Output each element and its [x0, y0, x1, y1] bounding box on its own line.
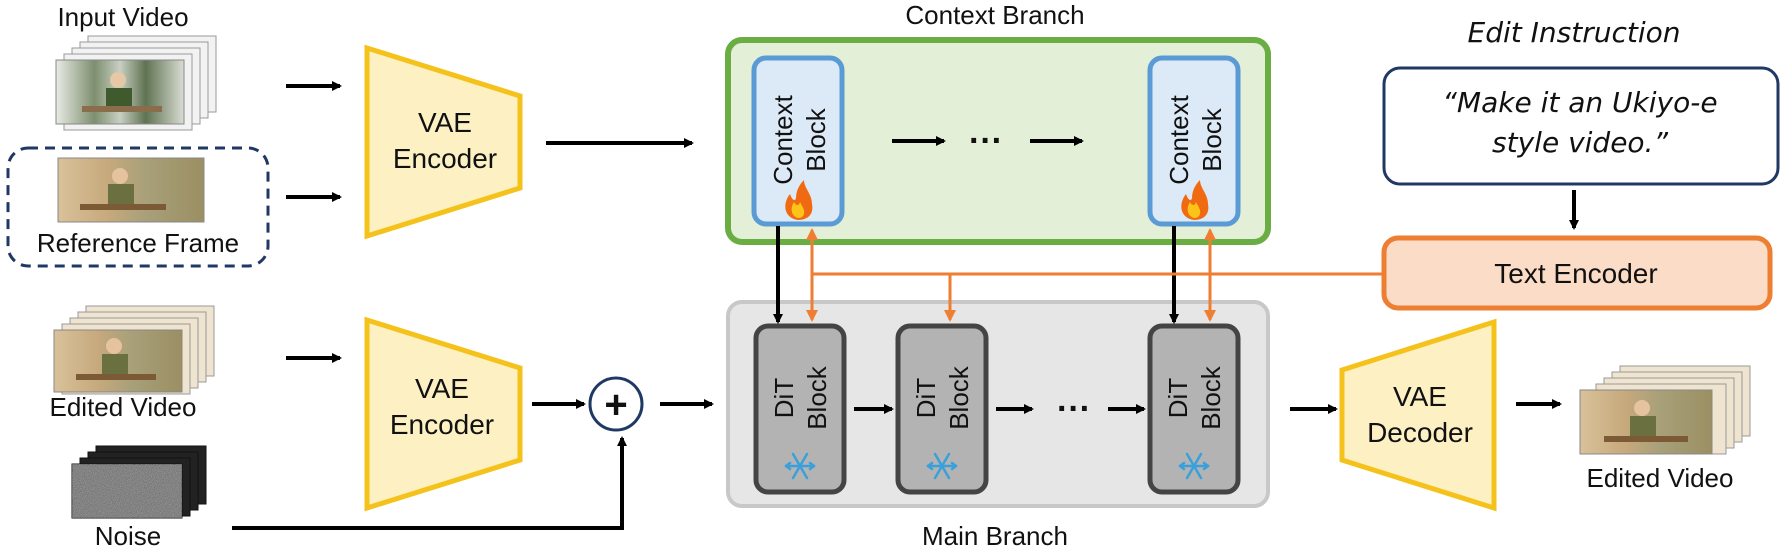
noise-stack [71, 445, 207, 519]
reference-frame-group [6, 146, 270, 268]
vae-encoder-bottom [364, 316, 523, 512]
edited-video-output-label: Edited Video [1587, 463, 1734, 493]
reference-frame-label: Reference Frame [37, 228, 239, 258]
edit-instruction-title: Edit Instruction [1468, 16, 1681, 49]
vae-decoder [1339, 318, 1497, 512]
dit-block-2-label-2: Block [944, 365, 974, 430]
add-node-symbol: + [604, 383, 627, 427]
fire-icon [785, 180, 813, 220]
dit-block-1 [753, 323, 847, 495]
fire-icon [1181, 180, 1209, 220]
dit-block-1-label-2: Block [802, 365, 832, 430]
vae-decoder-label-1: VAE [1393, 381, 1447, 412]
snowflake-icon [1178, 452, 1210, 480]
edited-video-input-stack [53, 305, 215, 395]
context-block-2-label-1: Context [1164, 94, 1194, 184]
vae-encoder-top-label-1: VAE [418, 107, 472, 138]
context-branch-box [725, 37, 1271, 245]
text-encoder-box [1381, 235, 1773, 311]
dit-block-1-label-1: DiT [769, 378, 799, 419]
input-video-stack [55, 35, 217, 131]
context-ellipsis: ··· [969, 122, 1003, 160]
edited-video-input-label: Edited Video [50, 392, 197, 422]
vae-encoder-bottom-label-1: VAE [415, 373, 469, 404]
edit-instruction-box [1382, 66, 1780, 186]
main-branch-box [726, 300, 1270, 508]
add-node [588, 376, 644, 432]
context-block-1 [751, 55, 845, 227]
snowflake-icon [926, 452, 958, 480]
vae-encoder-top [364, 44, 523, 240]
dit-block-2-label-1: DiT [911, 378, 941, 419]
edit-instruction-line-1: “Make it an Ukiyo-e [1442, 86, 1717, 119]
text-conditioning-lines [806, 228, 1384, 322]
dit-block-3-label-1: DiT [1163, 378, 1193, 419]
noise-label: Noise [95, 521, 161, 550]
text-encoder-label: Text Encoder [1494, 258, 1657, 289]
reference-frame-image [57, 157, 205, 223]
vae-decoder-label-2: Decoder [1367, 417, 1473, 448]
snowflake-icon [784, 452, 816, 480]
edit-instruction-line-2: style video.” [1492, 126, 1668, 159]
input-video-label: Input Video [57, 2, 188, 32]
vae-encoder-bottom-label-2: Encoder [390, 409, 494, 440]
edited-video-output-stack [1579, 365, 1751, 455]
dit-block-3-label-2: Block [1196, 365, 1226, 430]
context-block-2-label-2: Block [1197, 107, 1227, 172]
context-branch-label: Context Branch [905, 0, 1084, 30]
vae-encoder-top-label-2: Encoder [393, 143, 497, 174]
dit-block-2 [895, 323, 989, 495]
dit-block-3 [1147, 323, 1241, 495]
main-ellipsis: ··· [1057, 390, 1091, 428]
context-block-2 [1147, 55, 1241, 227]
arrow-noise-to-add [232, 436, 627, 530]
context-block-1-label-1: Context [768, 94, 798, 184]
context-block-1-label-2: Block [801, 107, 831, 172]
main-branch-label: Main Branch [922, 521, 1068, 550]
